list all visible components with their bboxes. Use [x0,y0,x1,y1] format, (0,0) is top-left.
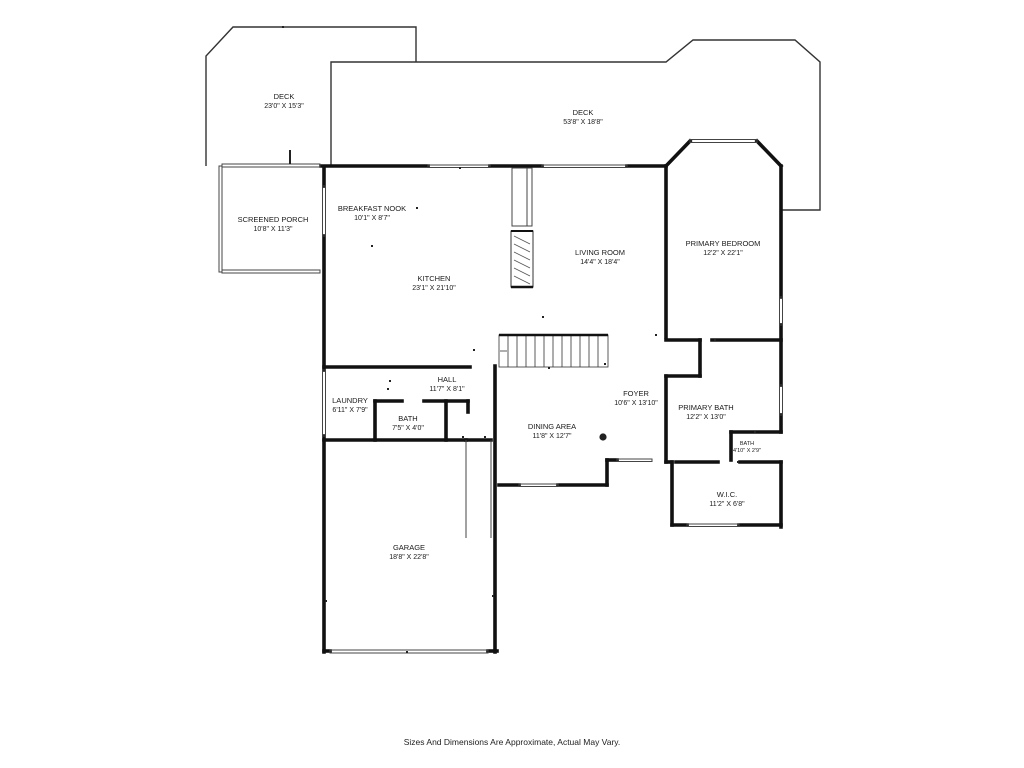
room-name-deck-left: DECK [274,92,295,101]
room-dims-screened-porch: 10'8" X 11'3" [253,226,293,233]
room-dims-dining-area: 11'8" X 12'7" [532,433,572,440]
room-dims-laundry: 6'11" X 7'9" [332,407,368,414]
room-dims-primary-bath: 12'2" X 13'0" [686,414,726,421]
room-name-breakfast-nook: BREAKFAST NOOK [338,204,406,213]
room-labels: DECK 23'0" X 15'3" DECK 53'8" X 18'8" SC… [238,92,761,747]
room-name-primary-bath: PRIMARY BATH [678,403,733,412]
heavy-walls [319,138,784,654]
room-dims-deck-main: 53'8" X 18'8" [563,119,603,126]
deck-outlines [205,26,821,211]
room-name-hall: HALL [438,375,457,384]
deck-main-outline [330,39,821,211]
footer-disclaimer: Sizes And Dimensions Are Approximate, Ac… [404,737,621,747]
room-name-foyer: FOYER [623,389,649,398]
room-dims-foyer: 10'6" X 13'10" [614,400,658,407]
room-dims-small-bath: 4'10" X 2'9" [733,448,761,454]
room-name-bath: BATH [398,414,417,423]
room-name-deck-main: DECK [573,108,594,117]
room-name-wic: W.I.C. [717,490,737,499]
fireplace [510,230,534,289]
room-dims-breakfast-nook: 10'1" X 8'7" [354,215,390,222]
room-dims-primary-bedroom: 12'2" X 22'1" [703,250,743,257]
fixture-circle [599,433,607,441]
deck-left-outline [205,26,417,166]
room-name-living-room: LIVING ROOM [575,248,625,257]
room-dims-hall: 11'7" X 8'1" [429,386,465,393]
room-dims-wic: 11'2" X 6'8" [709,501,745,508]
room-dims-garage: 18'8" X 22'8" [389,554,429,561]
room-name-screened-porch: SCREENED PORCH [238,215,309,224]
room-name-garage: GARAGE [393,543,425,552]
room-dims-bath: 7'5" X 4'0" [392,425,424,432]
room-name-kitchen: KITCHEN [418,274,451,283]
room-name-laundry: LAUNDRY [332,396,368,405]
room-dims-kitchen: 23'1" X 21'10" [412,285,456,292]
room-dims-living-room: 14'4" X 18'4" [580,259,620,266]
room-name-dining-area: DINING AREA [528,422,576,431]
room-name-primary-bedroom: PRIMARY BEDROOM [686,239,761,248]
staircase [498,333,609,368]
window-segments [218,139,783,654]
room-dims-deck-left: 23'0" X 15'3" [264,103,304,110]
fixture-dots [282,26,756,653]
room-name-small-bath: BATH [740,441,754,447]
